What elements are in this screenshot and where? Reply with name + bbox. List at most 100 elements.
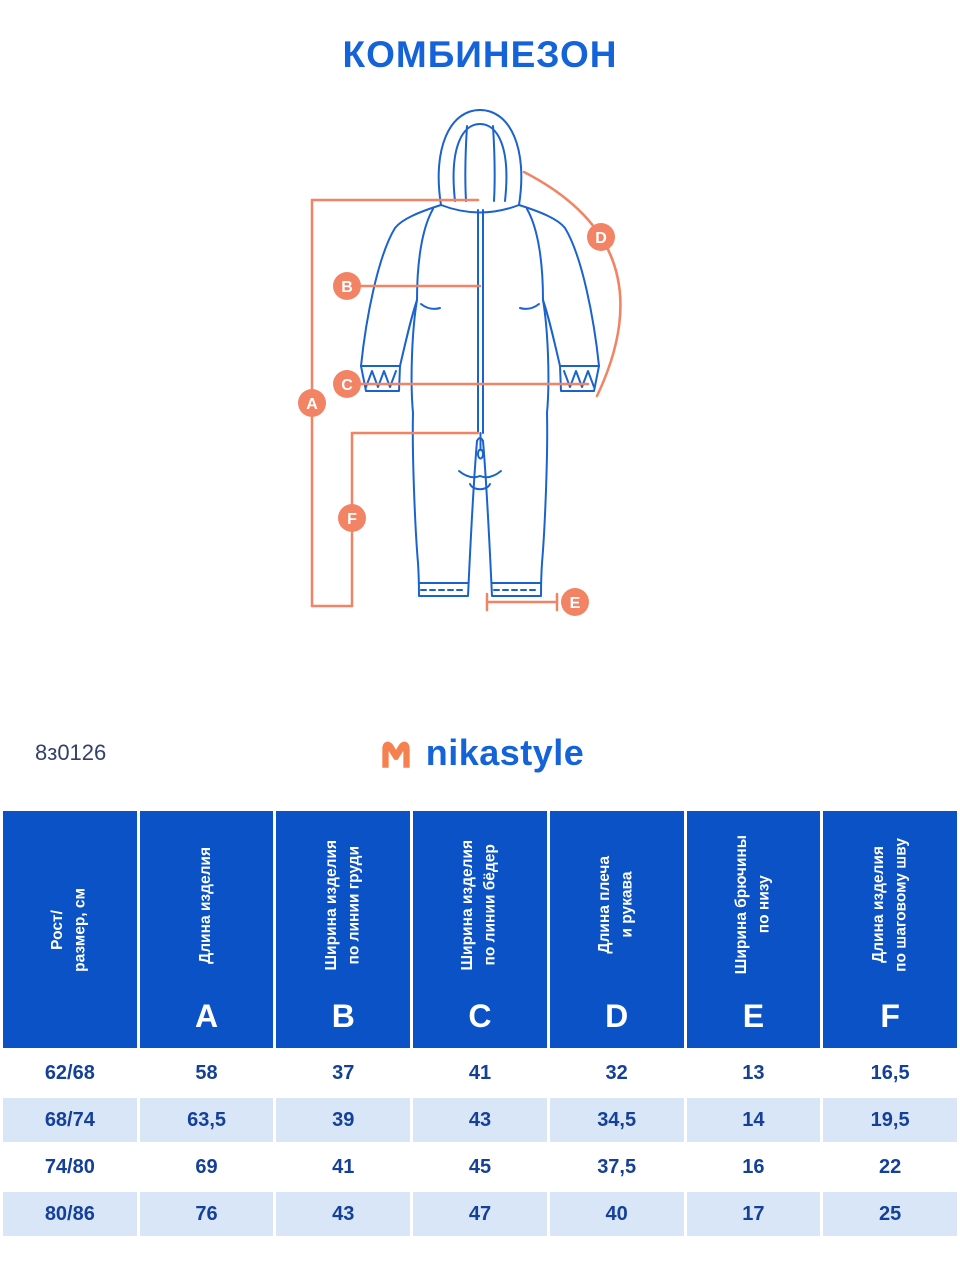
- size-cell: 74/80: [0, 1142, 140, 1192]
- value-cell: 34,5: [546, 1095, 687, 1145]
- value-cell: 16,5: [820, 1048, 960, 1098]
- value-cell: 43: [410, 1095, 550, 1145]
- table-row: 80/86 76 43 47 40 17 25: [0, 1189, 960, 1239]
- brand-name: nikastyle: [425, 732, 585, 773]
- left-crotch-wrinkle: [458, 470, 481, 479]
- left-chest-wrinkle: [420, 303, 441, 310]
- value-cell: 63,5: [136, 1095, 277, 1145]
- size-cell: 68/74: [0, 1095, 140, 1145]
- hood-opening: [452, 123, 508, 202]
- crotch-seam: [476, 437, 484, 442]
- left-sleeve-outer: [360, 204, 442, 367]
- header-col-b: Ширина изделия по линии груди B: [273, 808, 414, 1051]
- label-a-text: A: [306, 396, 318, 413]
- size-cell: 80/86: [0, 1189, 140, 1239]
- value-cell: 25: [820, 1189, 960, 1239]
- product-code: 8з0126: [35, 740, 107, 765]
- header-col-e-letter: E: [742, 997, 765, 1034]
- value-cell: 43: [273, 1189, 414, 1239]
- label-d-circle: [587, 223, 615, 251]
- measure-label-d: D: [587, 223, 615, 251]
- value-cell: 13: [683, 1048, 824, 1098]
- label-f-text: F: [347, 511, 357, 528]
- left-sleeve-inner: [399, 299, 418, 367]
- label-c-circle: [333, 370, 361, 398]
- value-cell: 58: [136, 1048, 277, 1098]
- header-col-d: Длина плеча и рукава D: [546, 808, 687, 1051]
- header-col-e-label: Ширина брючины по низу: [732, 835, 773, 975]
- header-col-b-letter: B: [331, 997, 355, 1034]
- size-cell: 62/68: [0, 1048, 140, 1098]
- header-size-label: Рост/ размер, см: [49, 887, 89, 972]
- right-torso-edge: [542, 299, 550, 414]
- right-sleeve-outer: [518, 204, 600, 367]
- size-table-header: Рост/ размер, см Длина изделия A Ширина …: [0, 808, 960, 1051]
- measure-label-b: B: [333, 272, 361, 300]
- jumpsuit-drawing: [360, 109, 600, 597]
- label-d-text: D: [595, 230, 607, 247]
- jumpsuit-diagram: A B C D E F: [298, 109, 622, 616]
- value-cell: 76: [136, 1189, 277, 1239]
- hood-seam-right: [492, 125, 496, 202]
- header-col-e: Ширина брючины по низу E: [683, 808, 824, 1051]
- size-table: Рост/ размер, см Длина изделия A Ширина …: [0, 808, 960, 1239]
- header-col-f: Длина изделия по шаговому шву F: [820, 808, 960, 1051]
- label-c-text: C: [341, 377, 353, 394]
- left-torso-edge: [410, 299, 418, 414]
- header-size: Рост/ размер, см: [0, 808, 140, 1051]
- value-cell: 17: [683, 1189, 824, 1239]
- left-leg: [411, 412, 478, 597]
- right-leg: [482, 412, 549, 597]
- right-armhole-seam: [526, 208, 544, 301]
- value-cell: 41: [410, 1048, 550, 1098]
- value-cell: 47: [410, 1189, 550, 1239]
- label-f-circle: [338, 504, 366, 532]
- left-armhole-seam: [416, 208, 434, 301]
- left-cuff: [360, 365, 401, 392]
- value-cell: 41: [273, 1142, 414, 1192]
- table-row: 68/74 63,5 39 43 34,5 14 19,5: [0, 1095, 960, 1145]
- value-cell: 22: [820, 1142, 960, 1192]
- header-col-c: Ширина изделия по линии бёдер C: [410, 808, 550, 1051]
- brand-logo: nikastyle: [0, 724, 960, 782]
- right-sleeve-inner: [542, 299, 561, 367]
- header-col-f-letter: F: [880, 997, 900, 1034]
- value-cell: 32: [546, 1048, 687, 1098]
- value-cell: 69: [136, 1142, 277, 1192]
- value-cell: 45: [410, 1142, 550, 1192]
- header-col-c-label: Ширина изделия по линии бёдер: [459, 839, 499, 971]
- size-table-body: 62/68 58 37 41 32 13 16,5 68/74 63,5 39 …: [0, 1048, 960, 1239]
- value-cell: 14: [683, 1095, 824, 1145]
- header-col-c-letter: C: [468, 997, 492, 1034]
- header-col-d-letter: D: [605, 997, 629, 1034]
- neckline: [440, 204, 520, 214]
- measure-label-a: A: [298, 389, 326, 417]
- label-b-circle: [333, 272, 361, 300]
- value-cell: 37: [273, 1048, 414, 1098]
- value-cell: 40: [546, 1189, 687, 1239]
- measure-label-c: C: [333, 370, 361, 398]
- header-col-d-label: Длина плеча и рукава: [596, 856, 636, 954]
- brand-m-icon: [382, 741, 410, 768]
- brand-row: 8з0126 nikastyle: [0, 724, 960, 782]
- page-title: КОМБИНЕЗОН: [342, 34, 618, 75]
- measure-d-curve: [522, 170, 622, 398]
- value-cell: 39: [273, 1095, 414, 1145]
- label-e-circle: [561, 588, 589, 616]
- value-cell: 37,5: [546, 1142, 687, 1192]
- table-row: 62/68 58 37 41 32 13 16,5: [0, 1048, 960, 1098]
- header-col-a-label: Длина изделия: [197, 846, 215, 964]
- hood-seam-left: [464, 125, 468, 202]
- right-chest-wrinkle: [519, 303, 540, 310]
- label-a-circle: [298, 389, 326, 417]
- label-b-text: B: [341, 279, 353, 296]
- right-crotch-wrinkle: [479, 470, 502, 479]
- value-cell: 19,5: [820, 1095, 960, 1145]
- header-col-a-letter: A: [195, 997, 219, 1034]
- header-col-f-label: Длина изделия по шаговому шву: [869, 838, 910, 972]
- measure-label-e: E: [561, 588, 589, 616]
- hood-outline: [437, 109, 523, 206]
- header-col-b-label: Ширина изделия по линии груди: [322, 839, 363, 971]
- right-cuff: [559, 365, 600, 392]
- table-row: 74/80 69 41 45 37,5 16 22: [0, 1142, 960, 1192]
